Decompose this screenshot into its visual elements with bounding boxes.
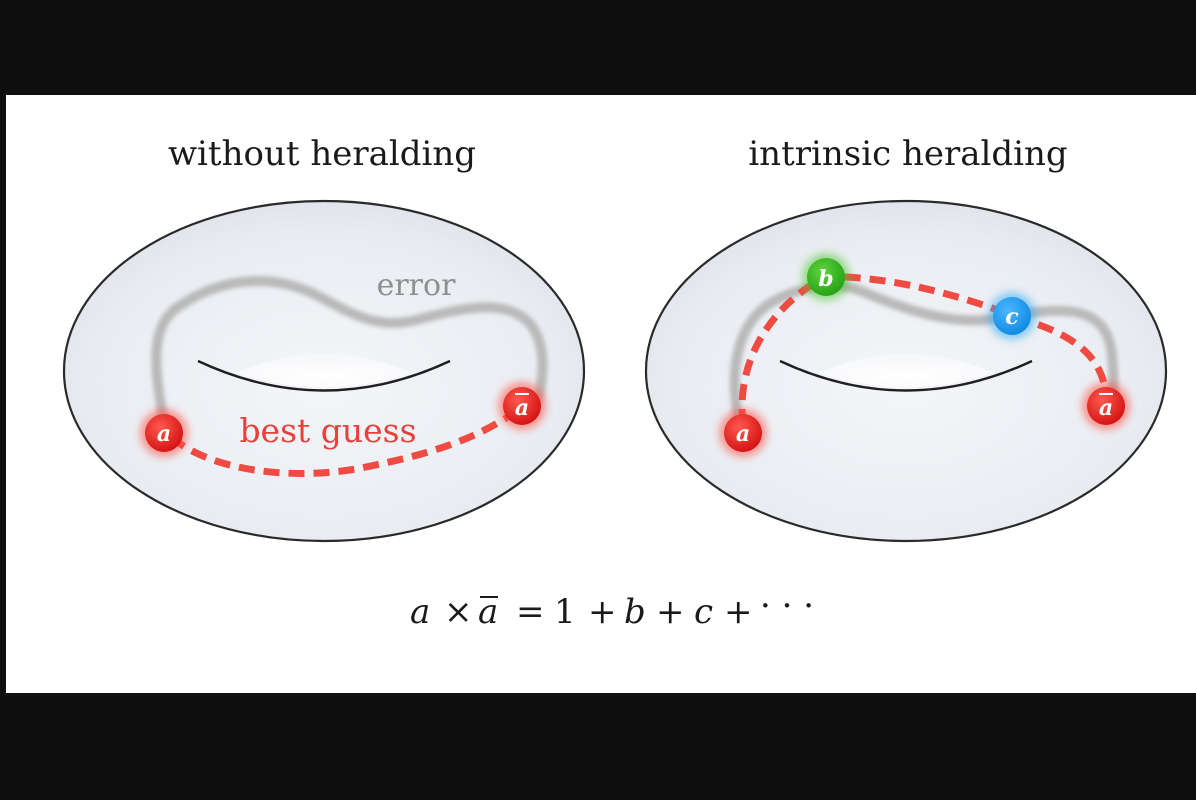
left-error-label: error [377, 268, 456, 303]
right-panel-title: intrinsic heralding [748, 134, 1067, 174]
right-node-b-label: b [818, 266, 833, 292]
right-node-abar: a [1082, 382, 1130, 430]
right-node-c: c [988, 292, 1036, 340]
formula-c: c [694, 592, 713, 632]
formula-plus-2: + [656, 592, 685, 632]
left-panel-title: without heralding [168, 134, 476, 174]
right-node-c-label: c [1005, 304, 1019, 330]
formula-b: b [624, 592, 646, 632]
formula-equals: = [516, 592, 545, 632]
left-guess-label: best guess [239, 411, 416, 450]
right-node-b: b [802, 253, 850, 301]
left-node-abar: a [498, 382, 546, 430]
formula-a: a [410, 592, 430, 632]
left-node-a-label: a [157, 421, 171, 447]
left-error-path [151, 276, 548, 430]
right-panel: intrinsic heralding a b [644, 134, 1168, 543]
left-torus-inner-rim [197, 359, 451, 392]
right-node-a: a [719, 409, 767, 457]
left-panel: without heralding error best guess a [62, 134, 586, 543]
right-guess-path [738, 273, 1110, 426]
left-node-a: a [140, 409, 188, 457]
formula-abar: a [478, 592, 498, 632]
fusion-formula: a × a = 1 + b + c + · · · [410, 586, 814, 632]
left-node-abar-label: a [515, 395, 529, 421]
formula-plus-1: + [588, 592, 617, 632]
formula-dots: · · · [760, 586, 814, 626]
right-node-a-label: a [736, 421, 750, 447]
formula-times: × [444, 592, 473, 632]
left-torus-hole [236, 354, 412, 387]
right-node-abar-label: a [1099, 395, 1113, 421]
formula-one: 1 [554, 592, 576, 632]
left-guess-path [168, 407, 521, 477]
right-torus-hole [818, 354, 994, 387]
right-torus-inner-rim [779, 359, 1033, 392]
formula-plus-3: + [724, 592, 753, 632]
right-error-path [729, 280, 1119, 438]
figure-canvas: without heralding error best guess a [6, 95, 1196, 693]
heralding-diagram: without heralding error best guess a [62, 134, 1168, 632]
